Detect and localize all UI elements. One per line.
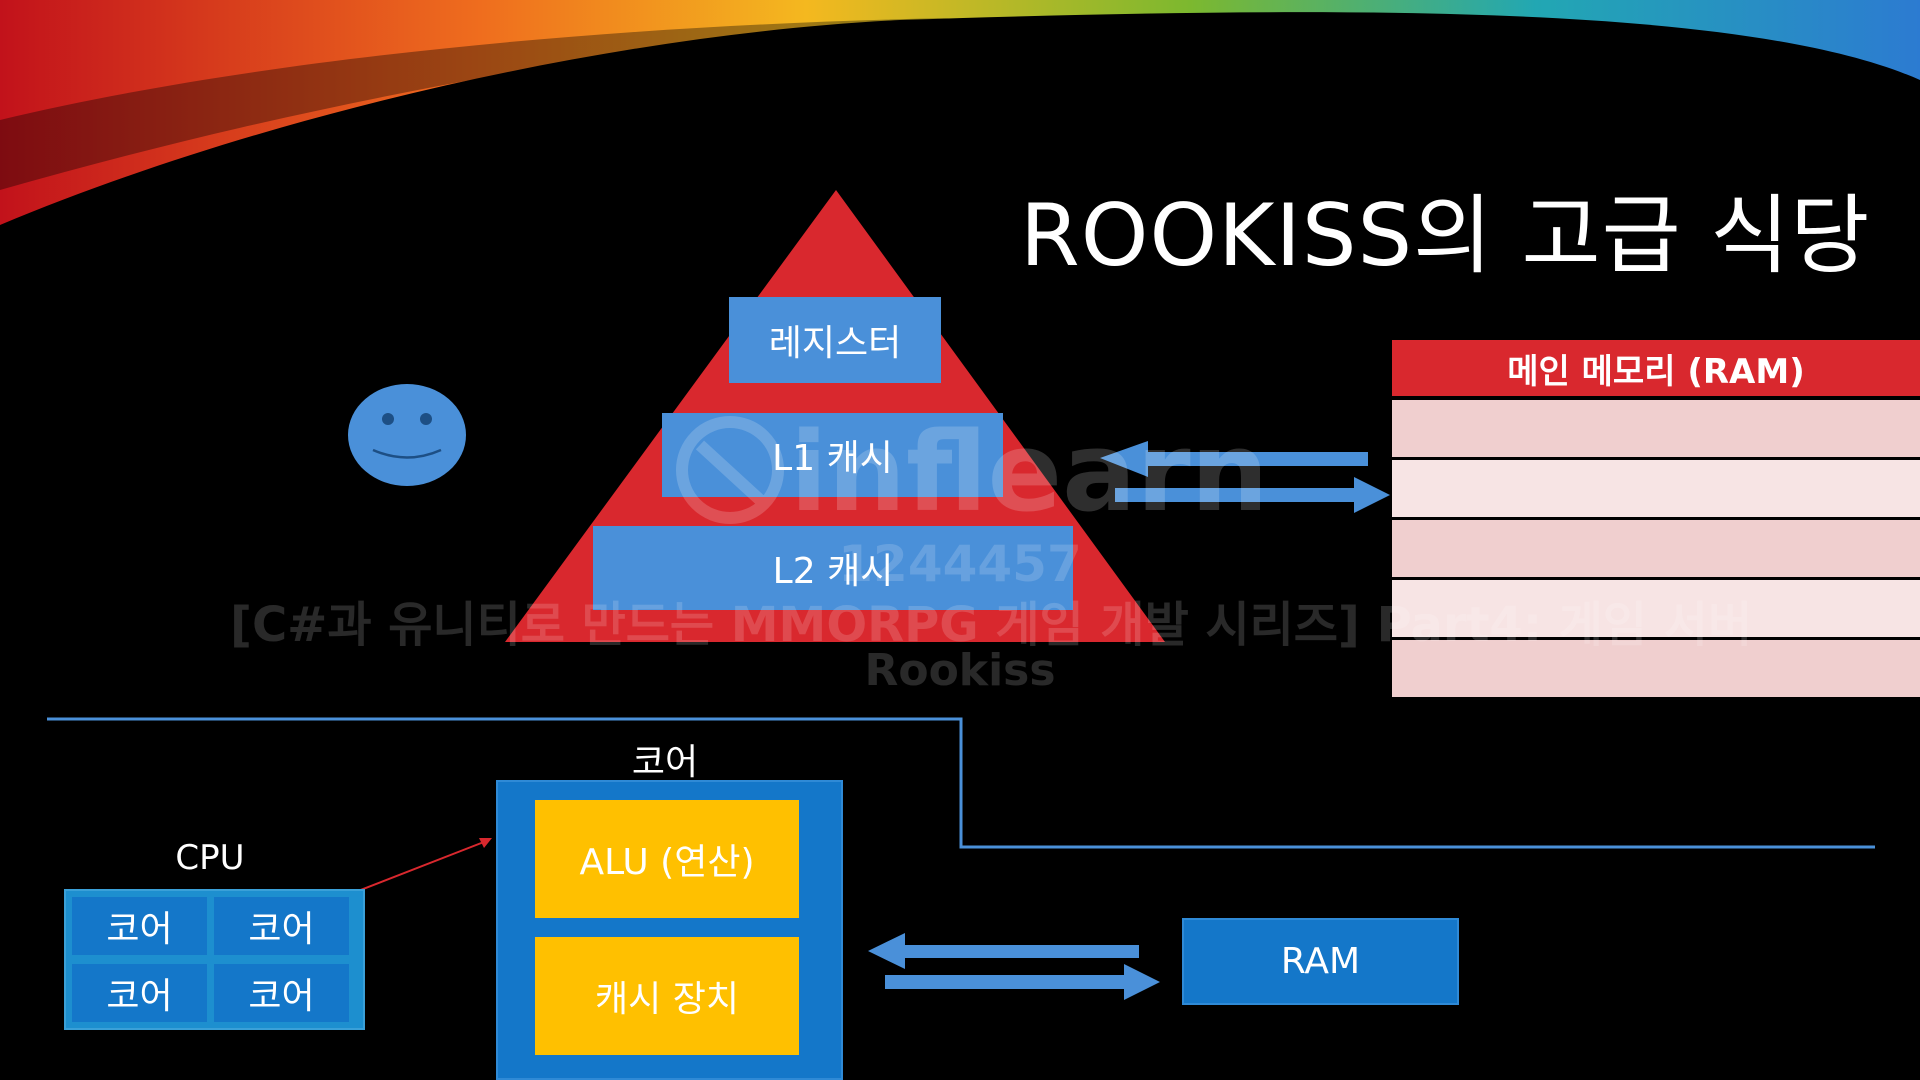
l2-cache-box: L2 캐시 <box>593 526 1073 610</box>
main-memory-row <box>1392 520 1920 577</box>
l1-cache-label: L1 캐시 <box>772 438 893 479</box>
register-box: 레지스터 <box>729 297 941 383</box>
core-detail-box: ALU (연산) 캐시 장치 <box>496 780 843 1080</box>
cpu-core-label: 코어 <box>106 976 173 1017</box>
main-memory-table: 메인 메모리 (RAM) <box>1392 340 1920 697</box>
watermark-id: 1244457 <box>838 535 1082 593</box>
cpu-core-label: 코어 <box>106 909 173 950</box>
l2-cache-label: L2 캐시 <box>772 551 894 592</box>
main-memory-row <box>1392 460 1920 517</box>
cpu-core-label: 코어 <box>248 976 315 1017</box>
watermark-logo-text: inflearn <box>790 410 1260 536</box>
watermark-course-title: [C#과 유니티로 만드는 MMORPG 게임 개발 시리즈] Part4: 게… <box>230 597 1753 653</box>
cpu-label: CPU <box>175 838 245 878</box>
cpu-core: 코어 <box>214 897 349 955</box>
main-memory-header: 메인 메모리 (RAM) <box>1392 340 1920 396</box>
cache-unit-box: 캐시 장치 <box>535 937 799 1055</box>
smiley-face-icon <box>348 384 466 486</box>
slide-title: ROOKISS의 고급 식당 <box>1020 186 1871 286</box>
main-memory-row <box>1392 400 1920 457</box>
main-memory-row <box>1392 580 1920 637</box>
cpu-grid: 코어 코어 코어 코어 <box>64 889 365 1030</box>
core-detail-label: 코어 <box>631 742 699 783</box>
watermark-author: Rookiss <box>864 645 1056 696</box>
inflearn-logo-watermark: inflearn <box>676 410 1260 536</box>
cache-unit-label: 캐시 장치 <box>595 979 739 1020</box>
cpu-core: 코어 <box>72 897 207 955</box>
cpu-core: 코어 <box>214 964 349 1022</box>
register-label: 레지스터 <box>768 323 902 364</box>
main-memory-row <box>1392 640 1920 697</box>
cpu-core: 코어 <box>72 964 207 1022</box>
rainbow-swoosh-decoration <box>0 0 1920 225</box>
l1-cache-box: L1 캐시 <box>662 413 1003 497</box>
alu-label: ALU (연산) <box>579 842 755 883</box>
ram-box-label: RAM <box>1280 941 1361 982</box>
alu-box: ALU (연산) <box>535 800 799 918</box>
ram-box: RAM <box>1182 918 1459 1005</box>
cpu-core-label: 코어 <box>248 909 315 950</box>
